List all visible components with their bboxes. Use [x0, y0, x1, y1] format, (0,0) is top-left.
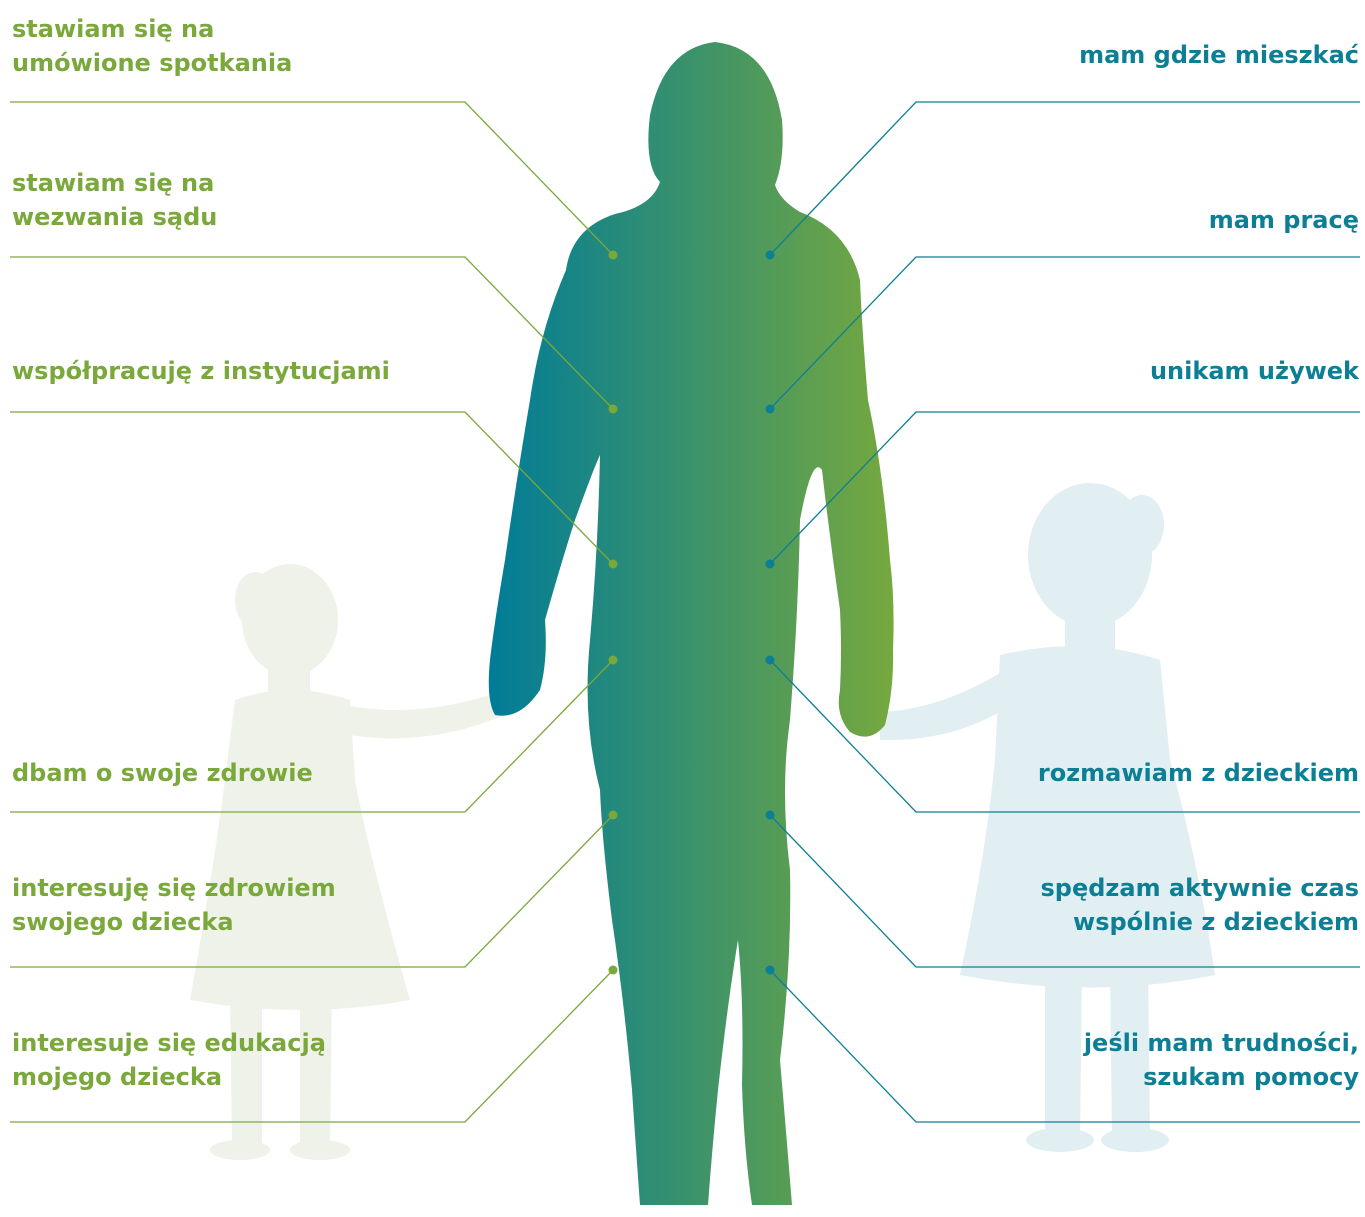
left-child-silhouette-icon	[190, 564, 512, 1160]
anchor-dot-right-5	[765, 810, 775, 820]
leader-line-left-3	[10, 411, 614, 565]
leader-line-right-1	[769, 101, 1360, 256]
leader-line-right-4	[769, 659, 1360, 813]
leader-line-left-5	[10, 814, 614, 968]
label-right-3: unikam używek	[1149, 357, 1359, 385]
label-right-4: rozmawiam z dzieckiem	[1037, 759, 1359, 787]
anchor-dot-left-3	[608, 559, 618, 569]
leader-line-left-6	[10, 969, 614, 1123]
right-leader-lines	[769, 101, 1360, 1123]
right-child-silhouette-icon	[880, 483, 1215, 1152]
label-right-5: spędzam aktywnie czas wspólnie z dziecki…	[1040, 874, 1359, 936]
label-left-4: dbam o swoje zdrowie	[12, 759, 313, 787]
anchor-dot-right-4	[765, 655, 775, 665]
label-right-1: mam gdzie mieszkać	[1079, 41, 1359, 69]
leader-line-left-2	[10, 256, 614, 410]
label-right-6: jeśli mam trudności, szukam pomocy	[1083, 1029, 1359, 1091]
label-left-1: stawiam się na umówione spotkania	[12, 15, 293, 77]
anchor-dot-right-1	[765, 250, 775, 260]
leader-line-right-2	[769, 256, 1360, 410]
right-anchor-dots	[765, 250, 775, 975]
left-leader-lines	[10, 101, 614, 1123]
leader-line-left-1	[10, 101, 614, 256]
anchor-dot-left-6	[608, 965, 618, 975]
anchor-dot-left-1	[608, 250, 618, 260]
anchor-dot-left-5	[608, 810, 618, 820]
left-anchor-dots	[608, 250, 618, 975]
anchor-dot-right-6	[765, 965, 775, 975]
label-left-6: interesuje się edukacją mojego dziecka	[12, 1029, 326, 1091]
anchor-dot-left-2	[608, 404, 618, 414]
anchor-dot-right-2	[765, 404, 775, 414]
leader-line-right-3	[769, 411, 1360, 565]
label-left-2: stawiam się na wezwania sądu	[12, 169, 218, 231]
leader-line-left-4	[10, 659, 614, 813]
label-left-5: interesuję się zdrowiem swojego dziecka	[12, 874, 336, 936]
label-right-2: mam pracę	[1208, 206, 1359, 234]
anchor-dot-right-3	[765, 559, 775, 569]
anchor-dot-left-4	[608, 655, 618, 665]
leader-line-right-5	[769, 814, 1360, 968]
adult-silhouette-icon	[488, 42, 894, 1205]
leader-line-right-6	[769, 969, 1360, 1123]
label-left-3: współpracuję z instytucjami	[12, 357, 390, 385]
